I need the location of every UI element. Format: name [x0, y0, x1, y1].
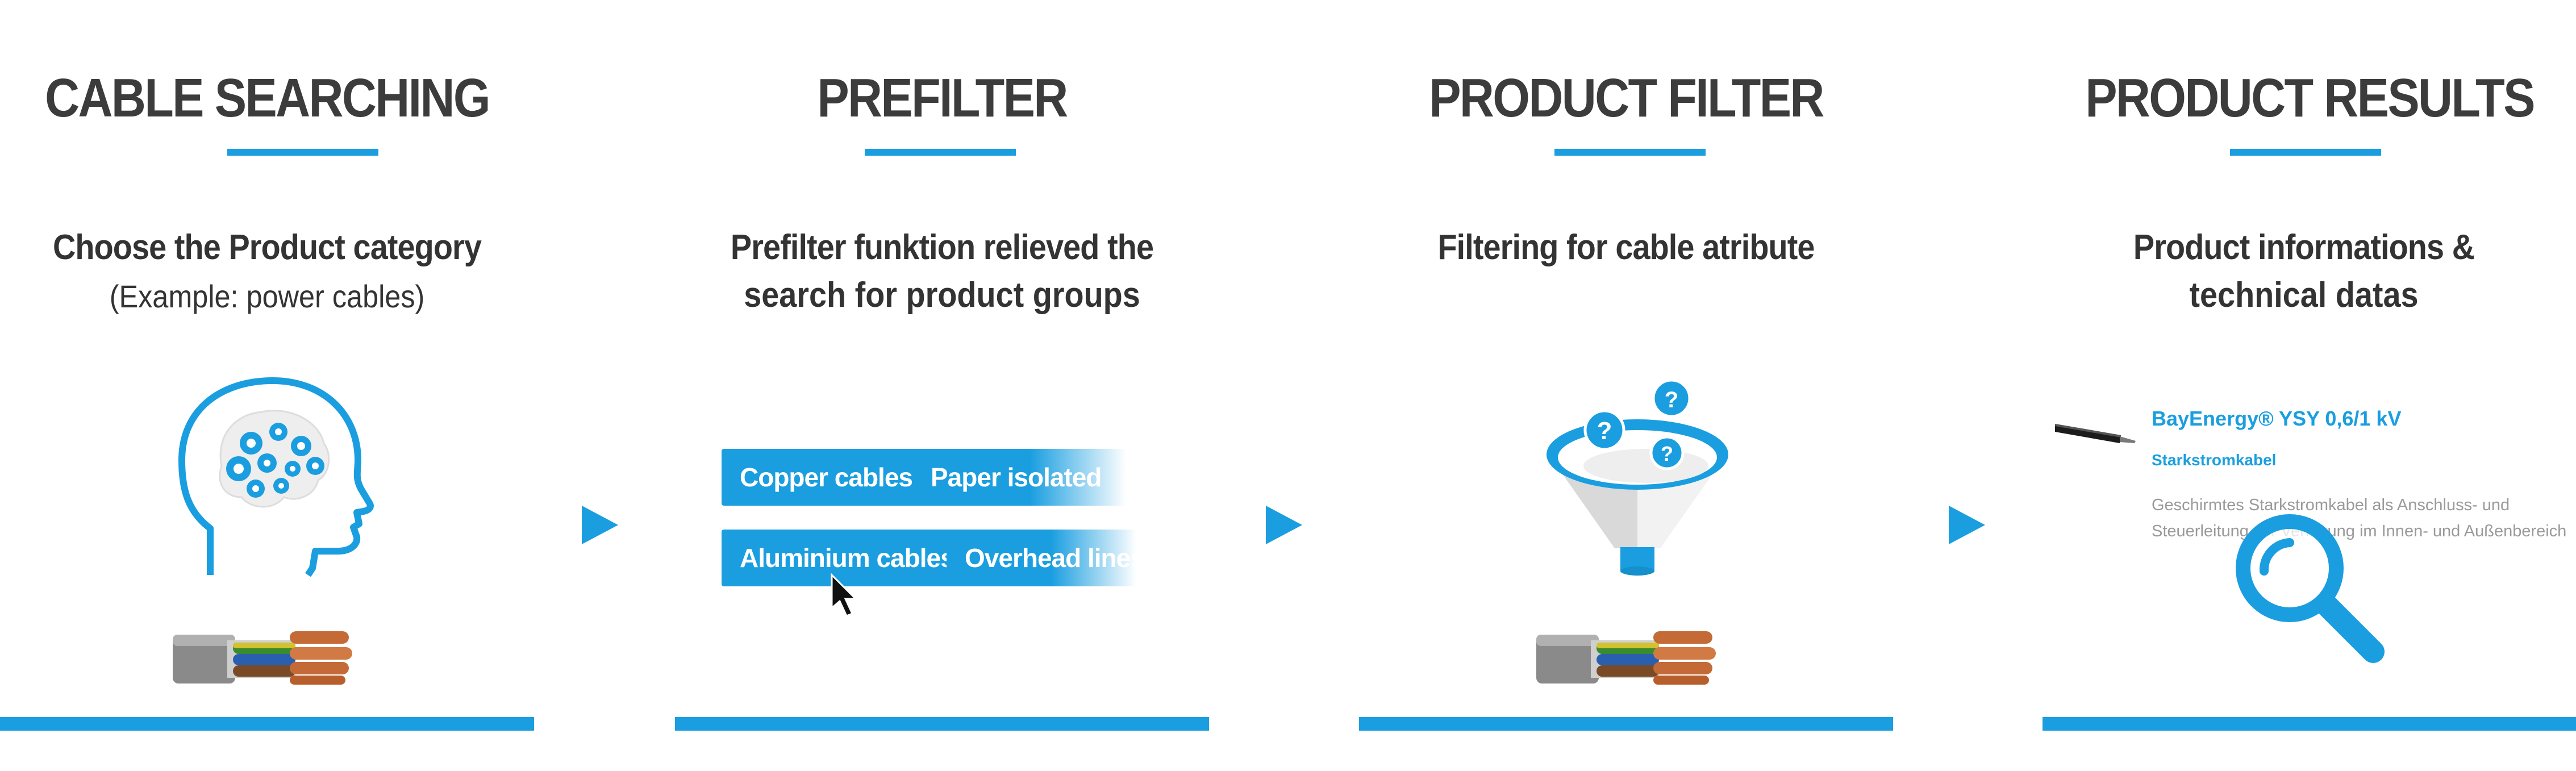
title-underline [2230, 149, 2381, 156]
step-title: PRODUCT FILTER [1429, 68, 1824, 128]
step-subtitle: Product informations & [2133, 228, 2475, 267]
chip-aluminium-cables[interactable]: Aluminium cables [722, 530, 973, 586]
cursor-icon [831, 573, 858, 617]
step-title: CABLE SEARCHING [45, 68, 490, 128]
step-subtitle-example: (Example: power cables) [109, 278, 425, 314]
chip-paper-isolated[interactable]: Paper isolated [912, 449, 1126, 506]
step-title: PREFILTER [817, 68, 1068, 128]
step-arrow [1949, 506, 1985, 544]
step-bottom-bar [1359, 717, 1893, 731]
title-underline [865, 149, 1016, 156]
step-subtitle-line2: search for product groups [744, 276, 1140, 315]
magnifier-icon [2236, 514, 2385, 663]
step-subtitle: Filtering for cable atribute [1437, 228, 1815, 267]
step-bottom-bar [0, 717, 534, 731]
step-bottom-bar [675, 717, 1209, 731]
step-product-filter: PRODUCT FILTER Filtering for cable atrib… [1359, 0, 1893, 771]
step-subtitle: Prefilter funktion relieved the [730, 228, 1154, 267]
product-description: Geschirmtes Starkstromkabel als Anschlus… [2152, 496, 2567, 540]
chip-copper-cables[interactable]: Copper cables [722, 449, 931, 506]
power-cable-icon [1536, 631, 1716, 685]
step-prefilter: PREFILTER Prefilter funktion relieved th… [675, 0, 1209, 771]
funnel-question-icon: ? ? ? [1547, 378, 1728, 576]
power-cable-icon [173, 631, 352, 685]
step-cable-searching: CABLE SEARCHING Choose the Product categ… [0, 0, 534, 771]
brain-gears-icon [178, 377, 374, 577]
title-underline [227, 149, 378, 156]
step-arrow [582, 506, 618, 544]
cable-thumbnail-icon [2055, 424, 2136, 443]
step-arrow [1266, 506, 1302, 544]
svg-text:?: ? [1597, 417, 1612, 445]
step-subtitle-line2: technical datas [2189, 276, 2419, 315]
step-title: PRODUCT RESULTS [2085, 68, 2535, 128]
step-product-results: PRODUCT RESULTS Product informations & t… [2043, 0, 2576, 771]
product-type: Starkstromkabel [2152, 451, 2277, 469]
step-bottom-bar [2043, 717, 2576, 731]
step-subtitle: Choose the Product category [53, 228, 482, 267]
svg-text:?: ? [1665, 387, 1678, 412]
product-name[interactable]: BayEnergy® YSY 0,6/1 kV [2152, 407, 2402, 430]
svg-text:?: ? [1661, 442, 1673, 465]
chip-overhead-lines[interactable]: Overhead lines [947, 530, 1145, 586]
title-underline [1554, 149, 1706, 156]
